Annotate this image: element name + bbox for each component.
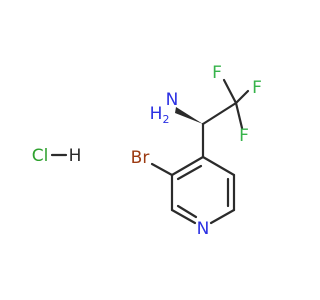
molecule-svg: Cl H N H 2 F F F Br N xyxy=(32,63,262,239)
pyridine-n-label: N xyxy=(197,219,210,239)
amine-subscript-label: 2 xyxy=(163,113,170,126)
bromine-label: Br xyxy=(131,148,150,168)
bond-c-cf3 xyxy=(201,101,238,126)
bond-c3-br xyxy=(150,162,174,177)
amine-n-label: N xyxy=(166,90,179,110)
ring-bond-c5-c4 xyxy=(201,155,236,177)
wedge-bond-c-n xyxy=(175,107,203,124)
hydrogen-label: H xyxy=(69,146,82,166)
ring-bond-c2-n1 xyxy=(170,208,197,225)
fluorine-top-label: F xyxy=(212,63,222,83)
ring-double-c4-c3 xyxy=(176,164,203,181)
chlorine-label: Cl xyxy=(32,146,49,166)
fluorine-right-label: F xyxy=(252,78,262,98)
amine-h-label: H xyxy=(150,104,163,124)
ring-double-c2-n1 xyxy=(176,204,198,219)
bond-cf3-f-top xyxy=(222,78,238,105)
bond-cf3-f-right xyxy=(234,89,250,105)
bond-cf3-f-bottom xyxy=(234,101,244,130)
ring-bond-c4-c3 xyxy=(170,155,205,177)
fluorine-bottom-label: F xyxy=(239,126,249,146)
structure-diagram: Cl H N H 2 F F F Br N xyxy=(32,63,262,239)
ring-bond-n1-c6 xyxy=(209,208,236,225)
